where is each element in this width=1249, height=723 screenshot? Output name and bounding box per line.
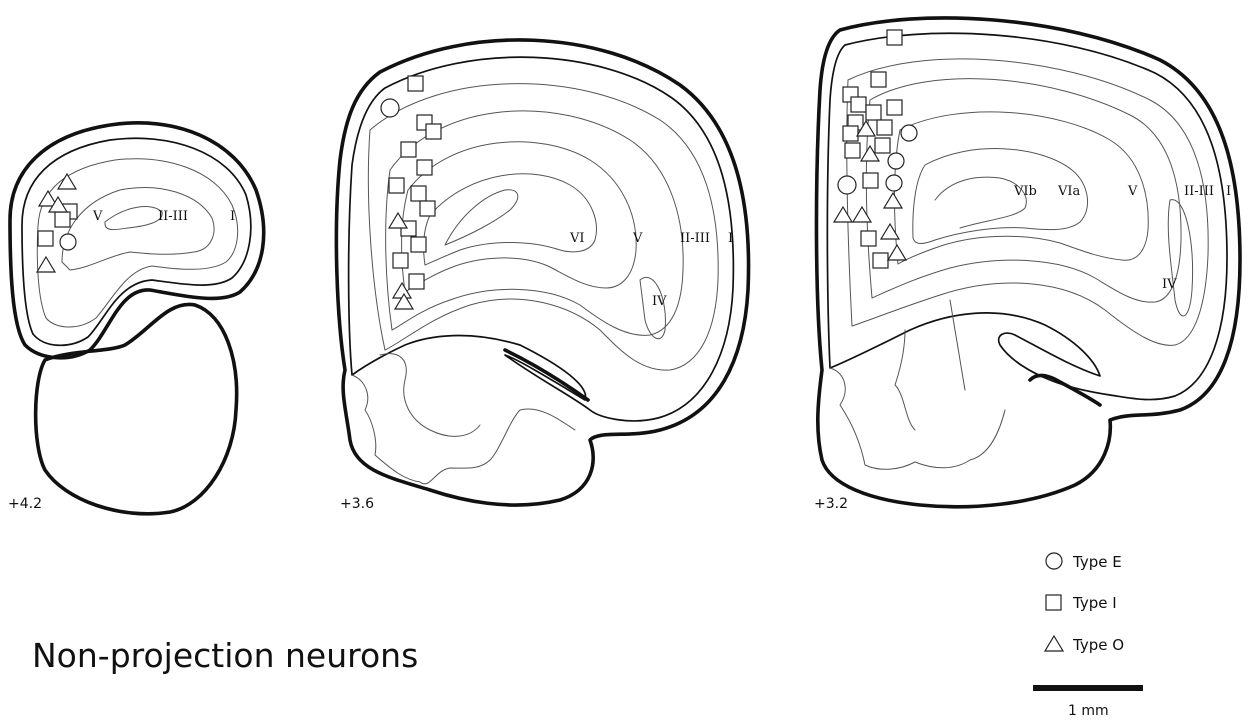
olfactory-bulb-outline [36, 304, 237, 513]
type-e-marker [381, 99, 399, 117]
layer-boundary [105, 207, 162, 230]
type-i-marker [411, 186, 426, 201]
layer-label-vib: VIb [1013, 184, 1037, 199]
type-e-marker [838, 176, 856, 194]
neuron-markers [381, 76, 441, 309]
layer-boundary [424, 174, 597, 265]
layer-label-v: V [92, 209, 103, 224]
section-label: +3.2 [814, 496, 848, 512]
section-label: +3.6 [340, 496, 374, 512]
type-i-marker [843, 126, 858, 141]
layer-boundary [402, 142, 637, 292]
layer-label-i: I [728, 231, 733, 246]
layer-label-ii-iii: II-III [680, 231, 710, 246]
corpus-callosum-notch [1030, 376, 1100, 405]
type-e-marker [886, 175, 902, 191]
legend-item-type-i: Type I [1046, 594, 1117, 612]
layer-boundary [62, 188, 214, 270]
cortex-inner-boundary [827, 33, 1227, 399]
scale-bar-label: 1 mm [1068, 703, 1109, 719]
scale-bar-line [1033, 685, 1143, 691]
layer-label-ii-iii: II-III [1184, 184, 1214, 199]
layer-boundary [935, 177, 1026, 228]
cortex-inner-boundary [22, 138, 251, 345]
corpus-callosum-notch [505, 350, 588, 400]
basal-region-outline [352, 375, 575, 484]
type-i-marker [420, 201, 435, 216]
type-i-marker [887, 30, 902, 45]
section-plus-3-6: VI V II-III I IV +3.6 [336, 40, 748, 512]
basal-region-outline [895, 330, 915, 430]
scale-bar: 1 mm [1033, 685, 1143, 719]
type-o-marker [888, 245, 906, 260]
type-e-marker [888, 153, 904, 169]
type-e-marker [901, 125, 917, 141]
section-plus-4-2: V II-III I +4.2 [8, 123, 264, 514]
type-i-marker [861, 231, 876, 246]
triangle-icon [1045, 636, 1063, 651]
legend-item-type-o: Type O [1045, 636, 1124, 654]
legend-label: Type O [1072, 636, 1124, 654]
type-i-marker [851, 97, 866, 112]
layer-label-ii-iii: II-III [158, 209, 188, 224]
type-i-marker [877, 120, 892, 135]
circle-icon [1046, 553, 1062, 569]
layer-boundary [386, 111, 684, 335]
type-i-marker [38, 231, 53, 246]
neuron-markers [834, 30, 917, 268]
type-o-marker [37, 257, 55, 272]
layer-label-vi: VI [569, 231, 585, 246]
legend-label: Type I [1072, 594, 1117, 612]
layer-label-iv: IV [652, 294, 667, 309]
type-o-marker [881, 224, 899, 239]
neuron-markers [37, 174, 77, 272]
type-o-marker [853, 207, 871, 222]
type-e-marker [60, 234, 76, 250]
type-i-marker [873, 253, 888, 268]
type-i-marker [871, 72, 886, 87]
section-label: +4.2 [8, 496, 42, 512]
type-o-marker [834, 207, 852, 222]
type-i-marker [393, 253, 408, 268]
type-i-marker [389, 178, 404, 193]
layer-label-i: I [230, 209, 235, 224]
layer-label-v: V [1127, 184, 1138, 199]
basal-region-outline [380, 354, 480, 437]
section-plus-3-2: VIb VIa V II-III I IV +3.2 [814, 18, 1240, 512]
type-i-marker [408, 76, 423, 91]
type-o-marker [884, 193, 902, 208]
type-i-marker [875, 138, 890, 153]
layer-label-i: I [1226, 184, 1231, 199]
layer-boundary [445, 190, 518, 245]
type-i-marker [417, 160, 432, 175]
type-i-marker [409, 274, 424, 289]
figure-title: Non-projection neurons [32, 636, 418, 675]
type-i-marker [55, 212, 70, 227]
square-icon [1046, 595, 1061, 610]
type-i-marker [845, 143, 860, 158]
basal-region-outline [950, 300, 965, 390]
basal-region-outline [830, 368, 1005, 469]
layer-label-v: V [632, 231, 643, 246]
layer-label-iv: IV [1162, 277, 1177, 292]
type-i-marker [426, 124, 441, 139]
legend-item-type-e: Type E [1046, 553, 1122, 571]
legend: Type E Type I Type O [1045, 553, 1124, 654]
type-i-marker [887, 100, 902, 115]
type-i-marker [411, 237, 426, 252]
type-i-marker [401, 142, 416, 157]
legend-label: Type E [1072, 553, 1122, 571]
layer-label-via: VIa [1057, 184, 1081, 199]
type-i-marker [866, 105, 881, 120]
type-i-marker [863, 173, 878, 188]
